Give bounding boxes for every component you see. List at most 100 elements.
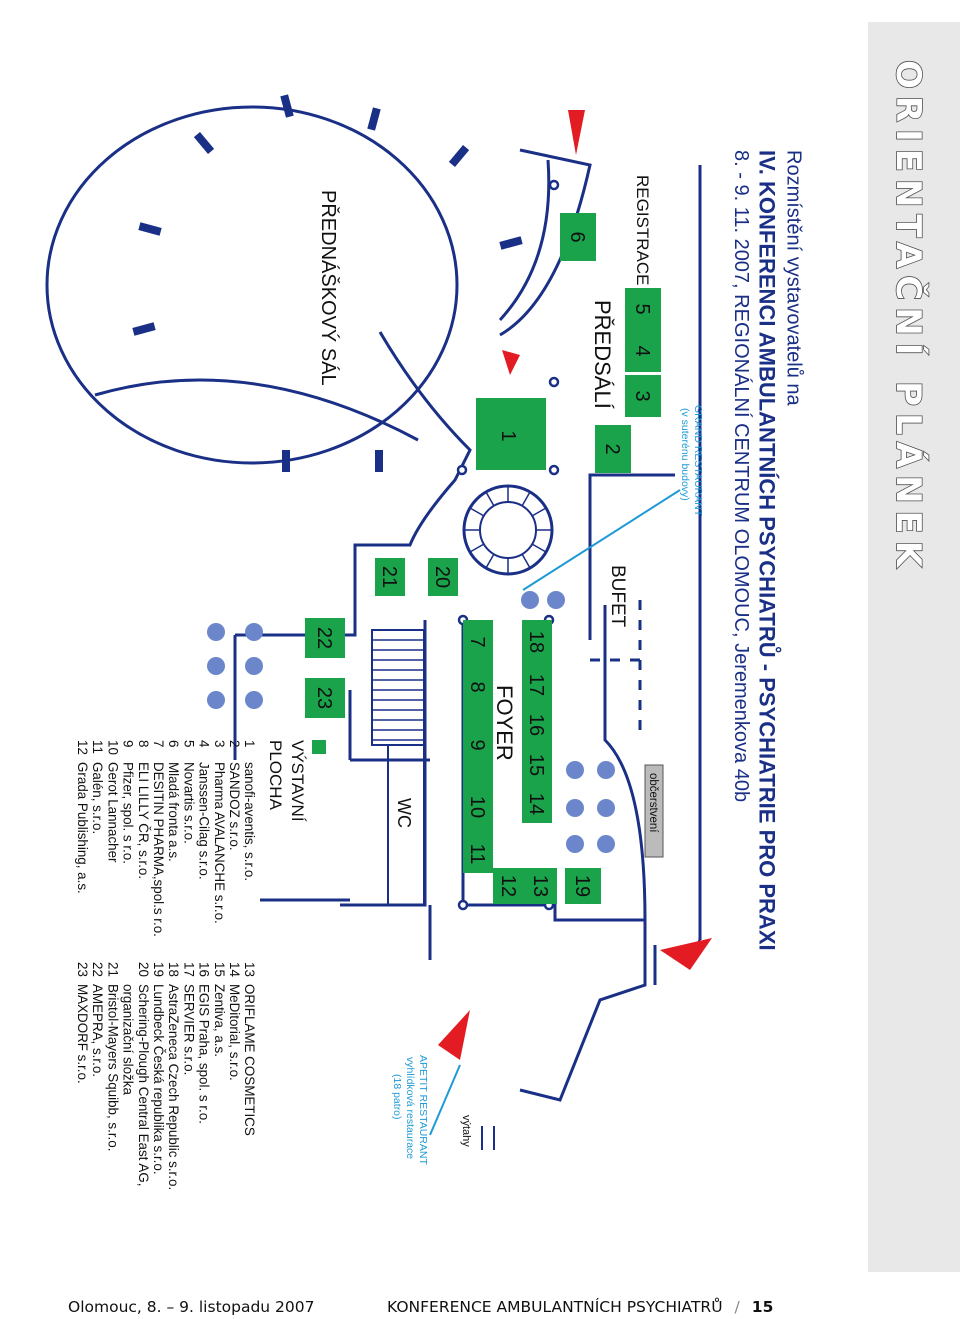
booth-12-label: 12 bbox=[497, 875, 519, 897]
legend-item-number: 15 bbox=[211, 962, 227, 977]
legend-item: 9Pfizer, spol. s r.o. bbox=[120, 740, 136, 864]
header-date-place: 8. - 9. 11. 2007, REGIONÁLNÍ CENTRUM OLO… bbox=[730, 150, 752, 803]
booth-4 bbox=[625, 330, 661, 372]
legend-item-name: Pharma AVALANCHE s.r.o. bbox=[211, 762, 227, 924]
legend-item-number: 16 bbox=[196, 962, 212, 977]
foyer-wall bbox=[553, 605, 647, 922]
legend-item: 2SANDOZ s.r.o. bbox=[227, 740, 242, 851]
page-footer: Olomouc, 8. – 9. listopadu 2007 KONFEREN… bbox=[60, 1293, 920, 1319]
booth-19-label: 19 bbox=[571, 875, 593, 897]
legend-item: 22AMEPRA, s.r.o. bbox=[90, 962, 105, 1077]
legend-item-name: Novartis s.r.o. bbox=[181, 762, 197, 844]
legend-item-name: Gerot Lannacher bbox=[105, 762, 121, 863]
legend-item-number: 20 bbox=[135, 962, 151, 977]
legend-item-name: EGIS Praha, spol. s r.o. bbox=[196, 984, 212, 1124]
booth-5 bbox=[625, 288, 661, 330]
booth-20-label: 20 bbox=[431, 566, 453, 588]
legend-item-name: Janssen-Cilag s.r.o. bbox=[196, 762, 212, 880]
legend-item-number: 12 bbox=[75, 740, 90, 755]
booth-1 bbox=[476, 398, 546, 470]
east-wall bbox=[519, 920, 647, 1102]
booth-3-label: 3 bbox=[631, 390, 653, 401]
apetit-restaurant-note1: vyhlídková restaurace bbox=[404, 1057, 416, 1159]
booth-9-label: 9 bbox=[466, 739, 488, 750]
legend-item-name: organizační složka bbox=[120, 984, 136, 1095]
booth-16 bbox=[522, 705, 552, 745]
legend-item: 13ORIFLAME COSMETICS bbox=[242, 962, 257, 1136]
booth-9 bbox=[463, 710, 493, 780]
booth-13-label: 13 bbox=[529, 875, 551, 897]
legend-item-name: MAXDORF s.r.o. bbox=[75, 984, 90, 1084]
legend-item-number: 17 bbox=[181, 962, 197, 977]
lobby-wall bbox=[235, 331, 472, 637]
entrance-arrow-left bbox=[502, 350, 520, 375]
entrance-arrow-top bbox=[568, 110, 585, 155]
booth-2-label: 2 bbox=[601, 443, 623, 454]
legend-item: 16EGIS Praha, spol. s r.o. bbox=[196, 962, 212, 1124]
booth-16-label: 16 bbox=[525, 714, 547, 736]
apetit-restaurant-note2: (18 patro) bbox=[391, 1074, 403, 1120]
lecture-hall-label: PŘEDNÁŠKOVÝ SÁL bbox=[317, 190, 340, 386]
footer-place-date: Olomouc, 8. – 9. listopadu 2007 bbox=[68, 1298, 315, 1316]
legend-item-name: ORIFLAME COSMETICS bbox=[242, 984, 258, 1136]
refreshment-counter bbox=[644, 764, 664, 858]
entrance-arrow-bottom bbox=[438, 1010, 470, 1060]
registration-wall bbox=[499, 148, 592, 337]
legend-item: 7DESITIN PHARMA,spol.s r.o. bbox=[151, 740, 166, 937]
legend-item: 12Grada Publishing, a.s. bbox=[75, 740, 90, 894]
lifts-marker bbox=[481, 1126, 495, 1150]
legend-item: 11Galén, s.r.o. bbox=[90, 740, 105, 834]
legend-item-number: 19 bbox=[151, 962, 166, 977]
legend-item: 5Novartis s.r.o. bbox=[181, 740, 196, 844]
lecture-hall-chord bbox=[94, 378, 419, 442]
registration-label: REGISTRACE bbox=[633, 175, 652, 286]
legend-item-number: 23 bbox=[75, 962, 90, 977]
footer-separator: / bbox=[734, 1298, 740, 1316]
legend-item-name: MeDitorial, s.r.o. bbox=[227, 984, 242, 1081]
booth-15 bbox=[522, 745, 552, 785]
legend-item-number: 1 bbox=[242, 740, 258, 748]
booth-11 bbox=[463, 835, 493, 873]
page-header: Rozmístění vystavovatelů na IV. KONFEREN… bbox=[728, 150, 806, 951]
legend-item-number: 22 bbox=[90, 962, 106, 977]
legend-item-number: 6 bbox=[166, 740, 182, 748]
booth-23 bbox=[305, 678, 345, 718]
legend-item-number: 11 bbox=[90, 740, 106, 754]
side-banner bbox=[868, 22, 960, 1272]
booth-6 bbox=[560, 213, 596, 261]
legend-item-name: Grada Publishing, a.s. bbox=[75, 762, 90, 894]
legend-item: 15Zentiva, a.s. bbox=[212, 962, 227, 1057]
legend-item: 4Janssen-Cilag s.r.o. bbox=[196, 740, 212, 880]
booth-11-label: 11 bbox=[466, 844, 488, 865]
legend-item-name: Galén, s.r.o. bbox=[90, 762, 106, 835]
booth-8-label: 8 bbox=[466, 681, 488, 692]
legend-item-name: Lundbeck Česká republika s.r.o. bbox=[151, 984, 166, 1175]
legend-item: organizační složka bbox=[120, 962, 136, 1095]
legend-item-number: 13 bbox=[242, 962, 258, 977]
legend-item-number: 5 bbox=[181, 740, 197, 748]
booth-23-label: 23 bbox=[313, 687, 335, 709]
legend-item-number: 14 bbox=[227, 962, 242, 977]
legend-item-number: 7 bbox=[151, 740, 166, 748]
header-title: IV. KONFERENCI AMBULANTNÍCH PSYCHIATRŮ -… bbox=[754, 150, 780, 951]
legend-item: 10Gerot Lannacher bbox=[105, 740, 120, 863]
booth-15-label: 15 bbox=[525, 754, 547, 776]
refreshment-label: občerstvení bbox=[647, 773, 659, 833]
legend-booth-swatch bbox=[312, 740, 326, 754]
booth-7 bbox=[463, 620, 493, 665]
booth-14 bbox=[522, 785, 552, 823]
legend-item: 20Schering-Plough Central East AG, bbox=[136, 962, 151, 1186]
legend-item-number: 8 bbox=[135, 740, 151, 748]
legend-item: 19Lundbeck Česká republika s.r.o. bbox=[151, 962, 166, 1175]
booth-6-label: 6 bbox=[566, 231, 588, 242]
buffet-label: BUFET bbox=[607, 565, 628, 628]
booth-12 bbox=[493, 868, 525, 904]
booth-2 bbox=[595, 425, 631, 473]
legend-item: 6Mladá fronta a.s. bbox=[166, 740, 181, 862]
legend-item-name: SANDOZ s.r.o. bbox=[227, 762, 242, 851]
spiral-staircase bbox=[462, 484, 554, 576]
legend-item-number: 3 bbox=[211, 740, 227, 748]
grand-restaurant-label: GRAND RESTAURANT bbox=[692, 405, 704, 517]
booth-17 bbox=[522, 665, 552, 705]
booth-8 bbox=[463, 665, 493, 710]
